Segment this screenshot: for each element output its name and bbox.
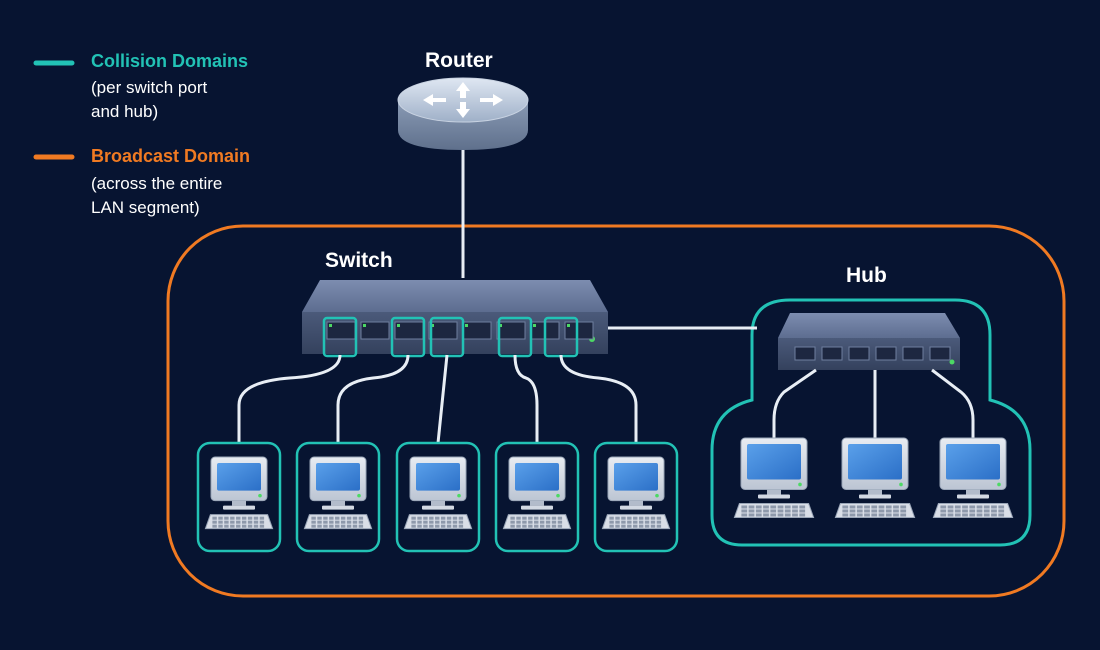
hub-port bbox=[848, 346, 870, 361]
keyboard-icon bbox=[733, 502, 815, 518]
hub-port bbox=[929, 346, 951, 361]
collision-legend-title: Collision Domains bbox=[91, 51, 249, 71]
hub-port bbox=[821, 346, 843, 361]
hub-port bbox=[875, 346, 897, 361]
keyboard-icon bbox=[204, 514, 274, 530]
pc-collision-domain-box bbox=[295, 441, 381, 553]
broadcast-legend-line2: LAN segment) bbox=[91, 198, 200, 217]
switch-port bbox=[394, 321, 424, 340]
collision-legend-line1: (per switch port bbox=[91, 78, 208, 97]
hub-port bbox=[794, 346, 816, 361]
broadcast-legend-line1: (across the entire bbox=[91, 174, 223, 193]
switch-port bbox=[428, 321, 458, 340]
keyboard-icon bbox=[601, 514, 671, 530]
switch-pc-link bbox=[336, 354, 410, 443]
switch-pc-link bbox=[513, 354, 539, 443]
pc-collision-domain-box bbox=[593, 441, 679, 553]
switch-pc-link bbox=[436, 354, 449, 444]
switch-label: Switch bbox=[325, 249, 393, 272]
switch-pc-link bbox=[237, 354, 342, 443]
hub-pc-link bbox=[931, 368, 975, 438]
switch-port bbox=[462, 321, 492, 340]
computer-icon bbox=[601, 456, 671, 530]
keyboard-icon bbox=[303, 514, 373, 530]
keyboard-icon bbox=[502, 514, 572, 530]
switch-port bbox=[326, 321, 356, 340]
router-icon bbox=[397, 77, 529, 150]
switch-pc-link bbox=[559, 354, 638, 443]
keyboard-icon bbox=[932, 502, 1014, 518]
pc-collision-domain-box bbox=[196, 441, 282, 553]
hub-pc-link bbox=[772, 368, 817, 438]
router-label: Router bbox=[425, 49, 493, 72]
switch-port bbox=[496, 321, 526, 340]
hub-icon bbox=[778, 313, 960, 370]
collision-legend-line2: and hub) bbox=[91, 102, 159, 121]
broadcast-legend-title: Broadcast Domain bbox=[91, 146, 251, 166]
hub-port bbox=[902, 346, 924, 361]
computer-icon bbox=[502, 456, 572, 530]
keyboard-icon bbox=[403, 514, 473, 530]
computer-icon bbox=[834, 437, 916, 518]
switch-port bbox=[360, 321, 390, 340]
computer-icon bbox=[303, 456, 373, 530]
computer-icon bbox=[733, 437, 815, 518]
computer-icon bbox=[403, 456, 473, 530]
hub-collision-domain-boundary bbox=[710, 298, 1032, 547]
keyboard-icon bbox=[834, 502, 916, 518]
broadcast-domain-boundary bbox=[166, 224, 1066, 598]
hub-label: Hub bbox=[846, 264, 887, 287]
computer-icon bbox=[932, 437, 1014, 518]
pc-collision-domain-box bbox=[395, 441, 481, 553]
computer-icon bbox=[204, 456, 274, 530]
pc-collision-domain-box bbox=[494, 441, 580, 553]
switch-port bbox=[564, 321, 594, 340]
